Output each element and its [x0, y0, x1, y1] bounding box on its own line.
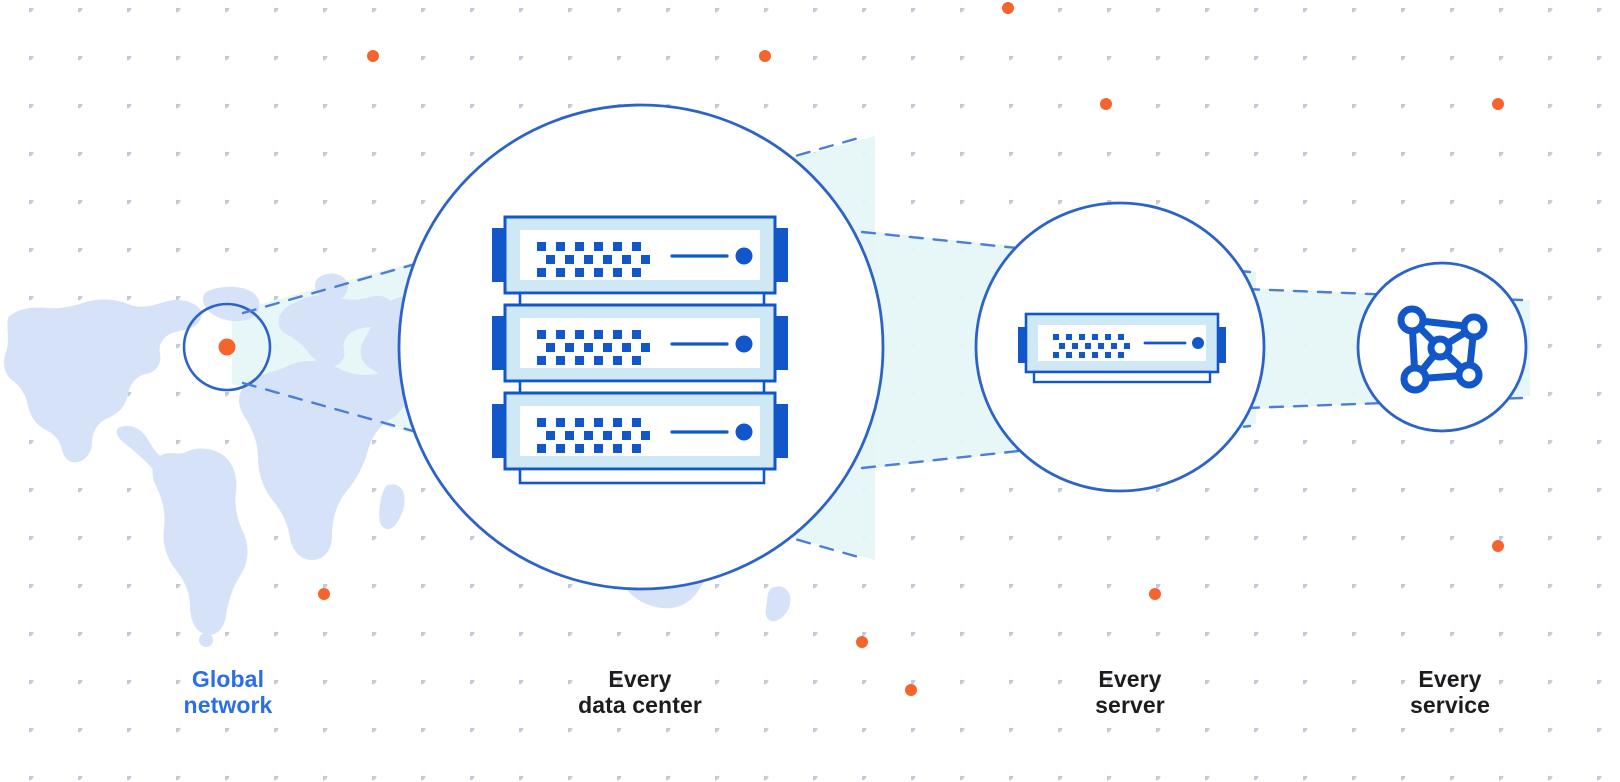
server-port-grid [537, 418, 650, 453]
server-unit-2 [492, 303, 788, 383]
map-location-marker-icon [218, 338, 236, 356]
stage-label-global-network: Global network [183, 666, 273, 718]
stage-label-every-data-center: Every data center [578, 666, 702, 718]
server-status-led-icon [735, 247, 753, 265]
server-rack-icon [492, 215, 788, 485]
accent-dot [856, 636, 868, 648]
accent-dot [1149, 588, 1161, 600]
server-unit-3 [492, 391, 788, 471]
server-status-led-icon [1192, 337, 1204, 349]
stage-label-every-service: Every service [1410, 666, 1490, 718]
server-connector-1 [518, 291, 766, 307]
server-port-grid [1053, 334, 1130, 358]
server-status-led-icon [735, 423, 753, 441]
accent-dot [1100, 98, 1112, 110]
server-status-led-icon [735, 335, 753, 353]
mesh-node-center [1427, 335, 1453, 361]
server-connector-2 [518, 379, 766, 395]
network-mesh-nodes [1397, 305, 1488, 394]
accent-dot [367, 50, 379, 62]
accent-dot [1492, 540, 1504, 552]
server-unit-1 [492, 215, 788, 295]
accent-dots [318, 2, 1504, 696]
map-zoom-circle [182, 302, 272, 392]
server-base [1032, 370, 1212, 384]
mesh-node-top-left [1397, 305, 1427, 335]
accent-dot [1002, 2, 1014, 14]
single-server-icon [1018, 312, 1226, 384]
accent-dot [759, 50, 771, 62]
mesh-node-bottom-right [1455, 361, 1483, 389]
server-port-grid [537, 330, 650, 365]
accent-dot [318, 588, 330, 600]
server-port-grid [537, 242, 650, 277]
stage-label-every-server: Every server [1095, 666, 1165, 718]
mesh-node-top-right [1460, 313, 1488, 341]
accent-dot [1492, 98, 1504, 110]
mesh-node-bottom-left [1400, 364, 1430, 394]
server-rack-base [518, 467, 766, 485]
accent-dot [905, 684, 917, 696]
